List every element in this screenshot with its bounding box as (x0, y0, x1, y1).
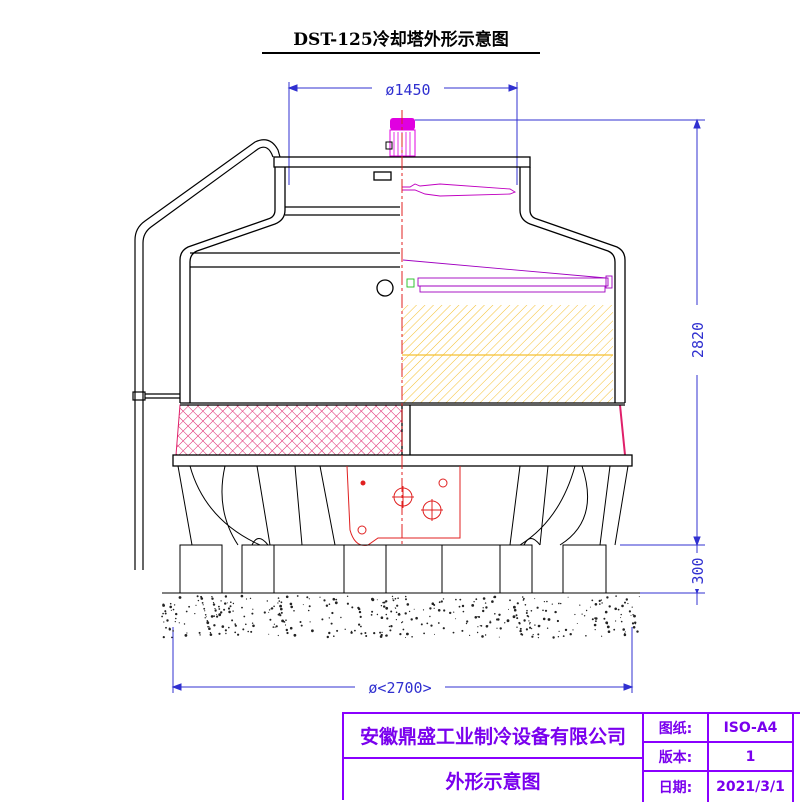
sprinkler-arm (402, 259, 613, 293)
drawing-name: 外形示意图 (344, 759, 644, 802)
value-version: 1 (709, 743, 794, 772)
dimension-height-label: 2820 (689, 322, 707, 358)
dimension-top-diameter-label: ø1450 (385, 81, 430, 99)
label-version: 版本: (644, 743, 709, 772)
company-name: 安徽鼎盛工业制冷设备有限公司 (344, 714, 644, 759)
bracket (346, 465, 461, 546)
label-drawing: 图纸: (644, 714, 709, 743)
dimension-base-height-label: 300 (689, 557, 707, 584)
support-legs (177, 465, 629, 546)
air-inlet-louver (175, 404, 403, 456)
fan-blade (401, 183, 517, 197)
value-drawing: ISO-A4 (709, 714, 794, 743)
ground-concrete (161, 594, 640, 639)
fan-motor (385, 118, 416, 157)
drawing-title: DST-125冷却塔外形示意图 (262, 28, 540, 54)
label-date: 日期: (644, 772, 709, 802)
dimension-base-diameter-label: ø<2700> (368, 679, 431, 697)
inlet-pipe (132, 139, 281, 570)
foundation-blocks (179, 544, 607, 594)
title-block: 安徽鼎盛工业制冷设备有限公司 外形示意图 图纸: ISO-A4 版本: 1 日期… (342, 712, 800, 802)
fill-media (402, 305, 613, 403)
value-date: 2021/3/1 (709, 772, 794, 802)
